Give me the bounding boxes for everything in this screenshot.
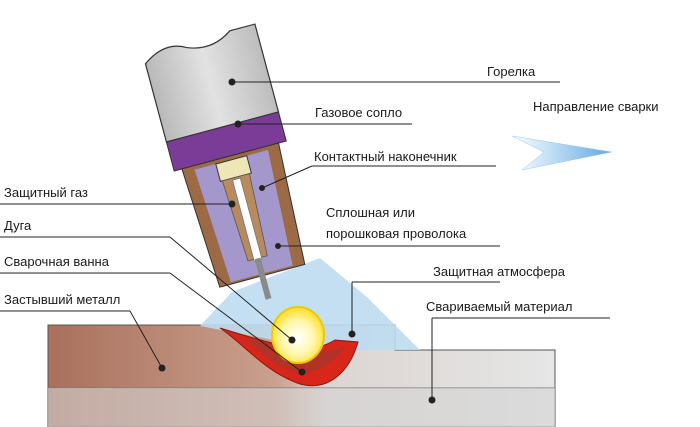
label-shield-atmosphere: Защитная атмосфера <box>433 264 566 279</box>
torch-assembly <box>144 23 306 300</box>
label-wire-line1: Сплошная или <box>326 205 415 220</box>
label-wire-line2: порошковая проволока <box>326 226 467 241</box>
label-solidified-metal: Застывший металл <box>4 292 121 307</box>
label-contact-tip: Контактный наконечник <box>314 149 457 164</box>
label-arc: Дуга <box>4 218 32 233</box>
leader-lines <box>0 78 610 404</box>
label-welding-direction: Направление сварки <box>533 99 659 114</box>
label-gas-nozzle: Газовое сопло <box>315 105 403 120</box>
label-shielding-gas: Защитный газ <box>4 185 88 200</box>
label-weld-pool: Сварочная ванна <box>4 254 109 269</box>
label-base-material: Свариваемый материал <box>426 299 573 314</box>
direction-arrow <box>511 135 613 171</box>
label-torch: Горелка <box>487 64 536 79</box>
arc <box>271 306 325 364</box>
shield-atmosphere-cone <box>200 258 420 350</box>
